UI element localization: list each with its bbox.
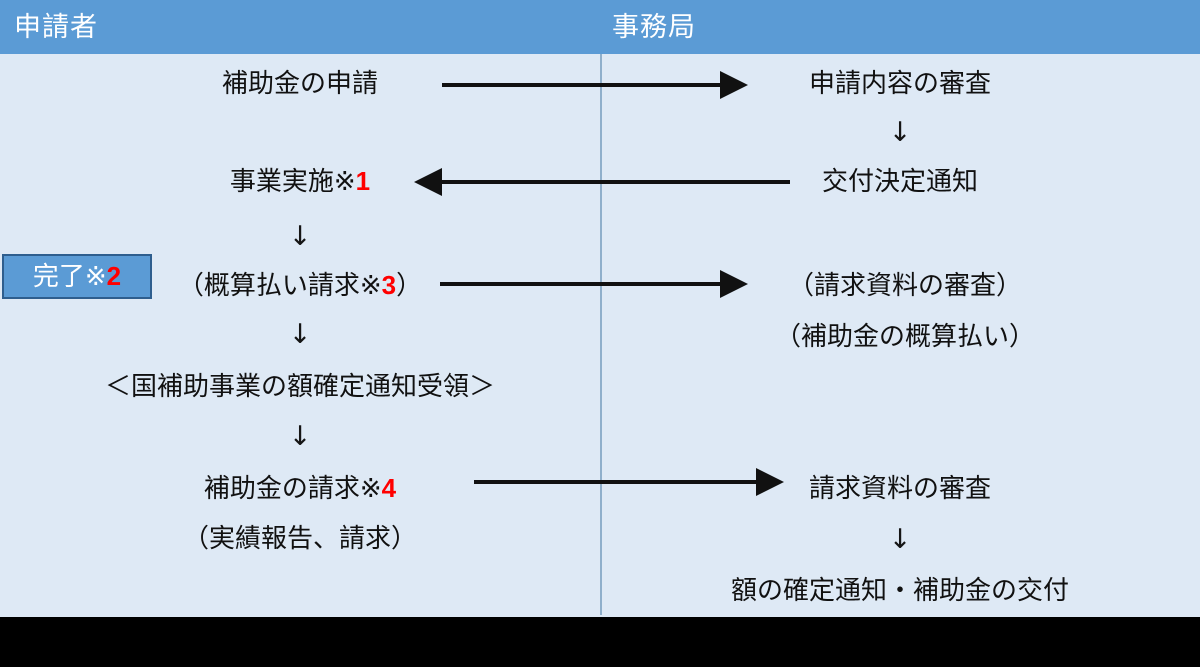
node-review-claim-docs: 請求資料の審査 <box>808 473 992 503</box>
node-application: 補助金の申請 <box>221 68 379 98</box>
node-subsidy-claim-label: 補助金の請求※ <box>203 473 382 503</box>
footer-black-bar <box>0 617 1200 667</box>
swimlane-header-office: 事務局 <box>612 12 696 42</box>
node-grant-decision-notice: 交付決定通知 <box>821 166 979 196</box>
node-subsidy-claim: 補助金の請求※4 <box>204 471 396 505</box>
status-badge-done-label: 完了※ <box>32 261 107 291</box>
node-estimate-request: （概算払い請求※3） <box>178 268 422 302</box>
swimlane-header-applicant: 申請者 <box>14 12 98 42</box>
node-implementation: 事業実施※1 <box>230 164 370 198</box>
node-estimate-payment-paren: （補助金の概算払い） <box>774 321 1036 351</box>
node-subsidy-claim-sub: （実績報告、請求） <box>182 523 418 553</box>
arrow-down-office-2: ↓ <box>888 524 912 555</box>
node-implementation-label: 事業実施※ <box>229 166 356 196</box>
arrow-down-applicant-3: ↓ <box>288 421 312 452</box>
status-badge-done-note: 2 <box>106 261 122 291</box>
node-review-claim-docs-paren: （請求資料の審査） <box>787 270 1023 300</box>
node-implementation-note: 1 <box>355 166 371 196</box>
swimlane-divider <box>600 54 602 615</box>
node-estimate-request-label: （概算払い請求※ <box>177 270 382 300</box>
node-subsidy-claim-note: 4 <box>381 473 397 503</box>
status-badge-done: 完了※2 <box>2 254 152 299</box>
arrow-down-applicant-1: ↓ <box>288 221 312 252</box>
node-review-application: 申請内容の審査 <box>808 68 992 98</box>
node-final-notice-payment: 額の確定通知・補助金の交付 <box>730 575 1070 605</box>
node-estimate-request-note: 3 <box>381 270 397 300</box>
node-estimate-request-tail: ） <box>396 270 423 300</box>
arrow-down-applicant-2: ↓ <box>288 319 312 350</box>
node-national-subsidy-notice: ＜国補助事業の額確定通知受領＞ <box>104 371 496 401</box>
flowchart-slide: 申請者 事務局 補助金の申請 事業実施※1 ↓ 完了※2 （概算払い請求※3） … <box>0 0 1200 617</box>
arrow-down-office-1: ↓ <box>888 117 912 148</box>
swimlane-header-band <box>0 0 1200 54</box>
